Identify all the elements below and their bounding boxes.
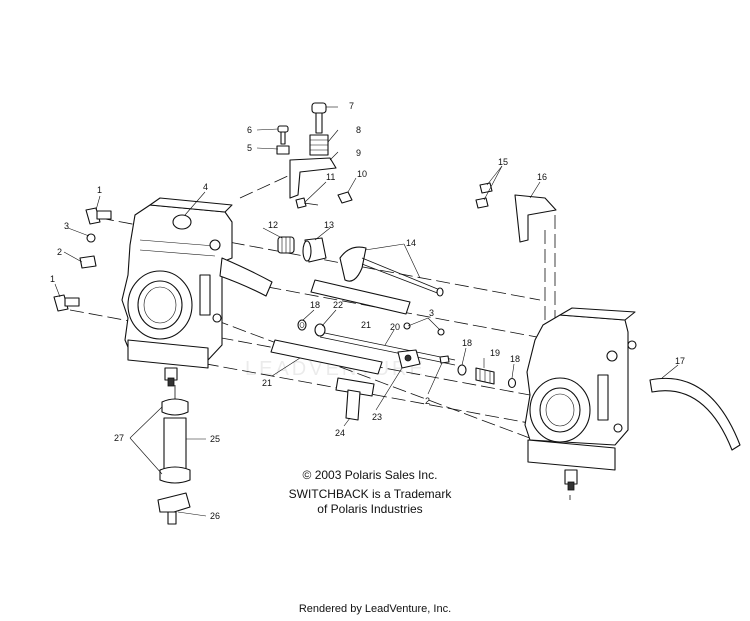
callout-17: 17 xyxy=(675,356,685,366)
callout-13: 13 xyxy=(324,220,334,230)
trademark-line-1: SWITCHBACK is a Trademark xyxy=(288,487,452,501)
callout-15: 15 xyxy=(498,157,508,167)
callout-11: 11 xyxy=(326,172,335,182)
right-carburetor xyxy=(524,307,637,491)
left-screws xyxy=(53,207,112,312)
callout-3b: 3 xyxy=(429,308,434,318)
callout-labels: 1 1 2 2 3 3 4 5 6 7 8 9 10 11 12 13 14 1… xyxy=(50,101,685,521)
tee-fitting-24 xyxy=(335,377,375,421)
callout-6: 6 xyxy=(247,125,252,135)
callout-20: 20 xyxy=(390,322,400,332)
mid-upper-parts xyxy=(277,236,444,297)
callout-7: 7 xyxy=(349,101,354,111)
fuel-hose-17 xyxy=(649,377,741,451)
rendered-by-footer: Rendered by LeadVenture, Inc. xyxy=(298,603,452,615)
callout-21b: 21 xyxy=(262,378,272,388)
trademark-line-2: of Polaris Industries xyxy=(317,502,423,516)
callout-3a: 3 xyxy=(64,221,69,231)
throttle-linkage-parts xyxy=(276,102,353,209)
callout-10: 10 xyxy=(357,169,367,179)
vent-hose-assembly xyxy=(157,398,191,525)
small-fittings xyxy=(297,319,517,389)
callout-18a: 18 xyxy=(310,300,320,310)
callout-9: 9 xyxy=(356,148,361,158)
callout-leader-lines xyxy=(54,106,679,517)
callout-1b: 1 xyxy=(50,274,55,284)
callout-23: 23 xyxy=(372,412,382,422)
callout-5: 5 xyxy=(247,143,252,153)
callout-22: 22 xyxy=(333,300,343,310)
callout-2b: 2 xyxy=(425,396,430,406)
callout-19: 19 xyxy=(490,348,500,358)
callout-18c: 18 xyxy=(510,354,520,364)
callout-26: 26 xyxy=(210,511,220,521)
callout-1a: 1 xyxy=(97,185,102,195)
callout-12: 12 xyxy=(268,220,278,230)
callout-24: 24 xyxy=(335,428,345,438)
left-carburetor xyxy=(121,197,273,387)
callout-14: 14 xyxy=(406,238,416,248)
copyright-notice: © 2003 Polaris Sales Inc. xyxy=(302,468,438,482)
callout-21a: 21 xyxy=(361,320,371,330)
callout-2a: 2 xyxy=(57,247,62,257)
callout-18b: 18 xyxy=(462,338,472,348)
callout-25: 25 xyxy=(210,434,220,444)
shafts-and-rods xyxy=(270,279,456,375)
callout-27: 27 xyxy=(114,433,124,443)
callout-8: 8 xyxy=(356,125,361,135)
callout-4: 4 xyxy=(203,182,208,192)
callout-16: 16 xyxy=(537,172,547,182)
